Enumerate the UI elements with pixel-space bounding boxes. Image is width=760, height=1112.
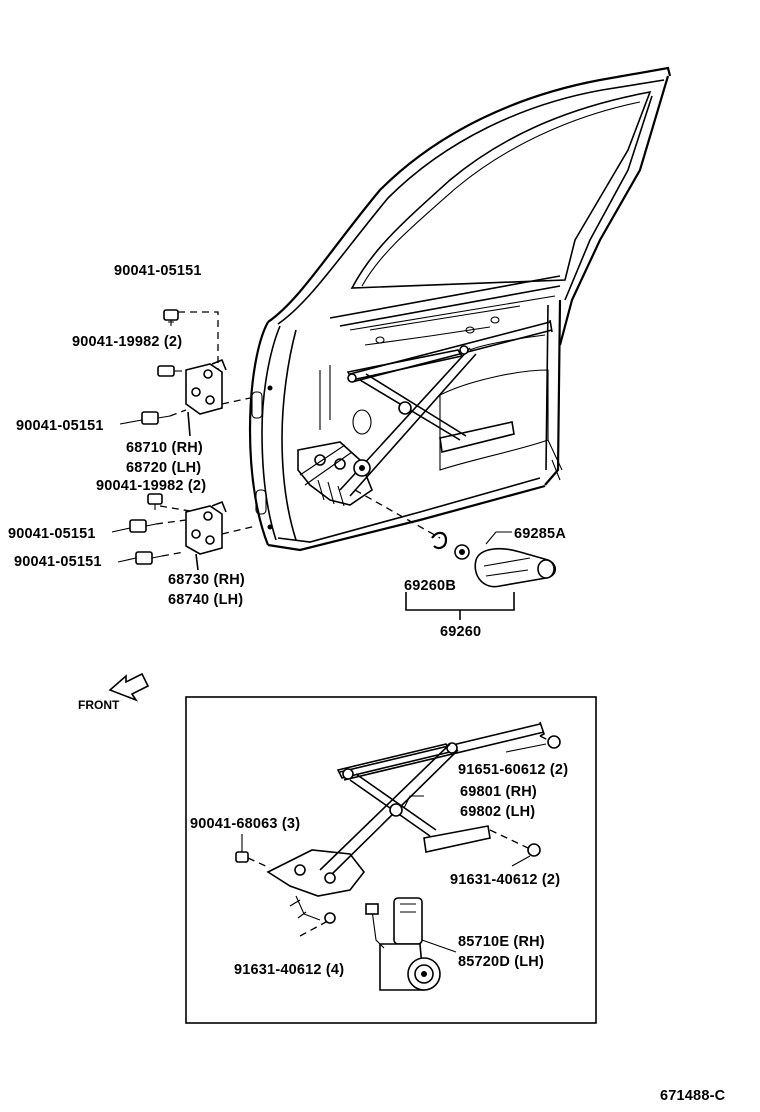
crank-handle-icon (474, 547, 557, 588)
label-69802-lh: 69802 (LH) (460, 804, 535, 820)
label-69260b: 69260B (404, 578, 456, 594)
clip-icon (431, 531, 448, 550)
label-90041-68063: 90041-68063 (3) (190, 816, 300, 832)
label-69285a: 69285A (514, 526, 566, 542)
label-85710e-rh: 85710E (RH) (458, 934, 545, 950)
label-91651-60612: 91651-60612 (2) (458, 762, 568, 778)
bolt-icon (163, 309, 179, 326)
inset-bolt-left (235, 834, 271, 869)
hinge-lower-icon (185, 500, 227, 555)
washer-icon (454, 544, 470, 560)
inset-regulator (266, 721, 545, 921)
inset-frame (185, 696, 597, 1024)
label-68720-lh: 68720 (LH) (126, 460, 201, 476)
bolt-icon (147, 493, 163, 510)
window-motor-icon (365, 897, 457, 991)
label-90041-19982-low: 90041-19982 (2) (96, 478, 206, 494)
bolt-icon (135, 551, 163, 565)
part-labels: 90041-05151 90041-19982 (2) 90041-05151 … (8, 263, 726, 1104)
label-68740-lh: 68740 (LH) (168, 592, 243, 608)
label-69801-rh: 69801 (RH) (460, 784, 537, 800)
inset-nut-lower (489, 829, 541, 867)
label-69260: 69260 (440, 624, 481, 640)
label-90041-05151-low2: 90041-05151 (14, 554, 102, 570)
door-shell (248, 66, 672, 552)
inset-bolt-bottom (299, 912, 336, 937)
label-front: FRONT (78, 698, 120, 712)
bolt-icon (141, 411, 171, 425)
label-90041-05151-low1: 90041-05151 (8, 526, 96, 542)
upper-hinge-group (119, 309, 251, 437)
label-90041-05151-mid: 90041-05151 (16, 418, 104, 434)
label-90041-19982-top: 90041-19982 (2) (72, 334, 182, 350)
window-handle-group (354, 489, 557, 620)
label-68730-rh: 68730 (RH) (168, 572, 245, 588)
label-91631-40612-4: 91631-40612 (4) (234, 962, 344, 978)
diagram-code: 671488-C (660, 1088, 726, 1104)
front-arrow-icon (108, 672, 150, 702)
bolt-icon (129, 519, 157, 533)
label-68710-rh: 68710 (RH) (126, 440, 203, 456)
hinge-upper-icon (185, 358, 227, 415)
inset-nut-top (505, 735, 561, 753)
bolt-icon (157, 365, 182, 377)
regulator-in-door (297, 319, 553, 507)
label-90041-05151-top: 90041-05151 (114, 263, 202, 279)
lower-hinge-group (111, 493, 257, 571)
inset-leader-regulator (403, 795, 424, 809)
label-85720d-lh: 85720D (LH) (458, 954, 544, 970)
label-91631-40612-2: 91631-40612 (2) (450, 872, 560, 888)
